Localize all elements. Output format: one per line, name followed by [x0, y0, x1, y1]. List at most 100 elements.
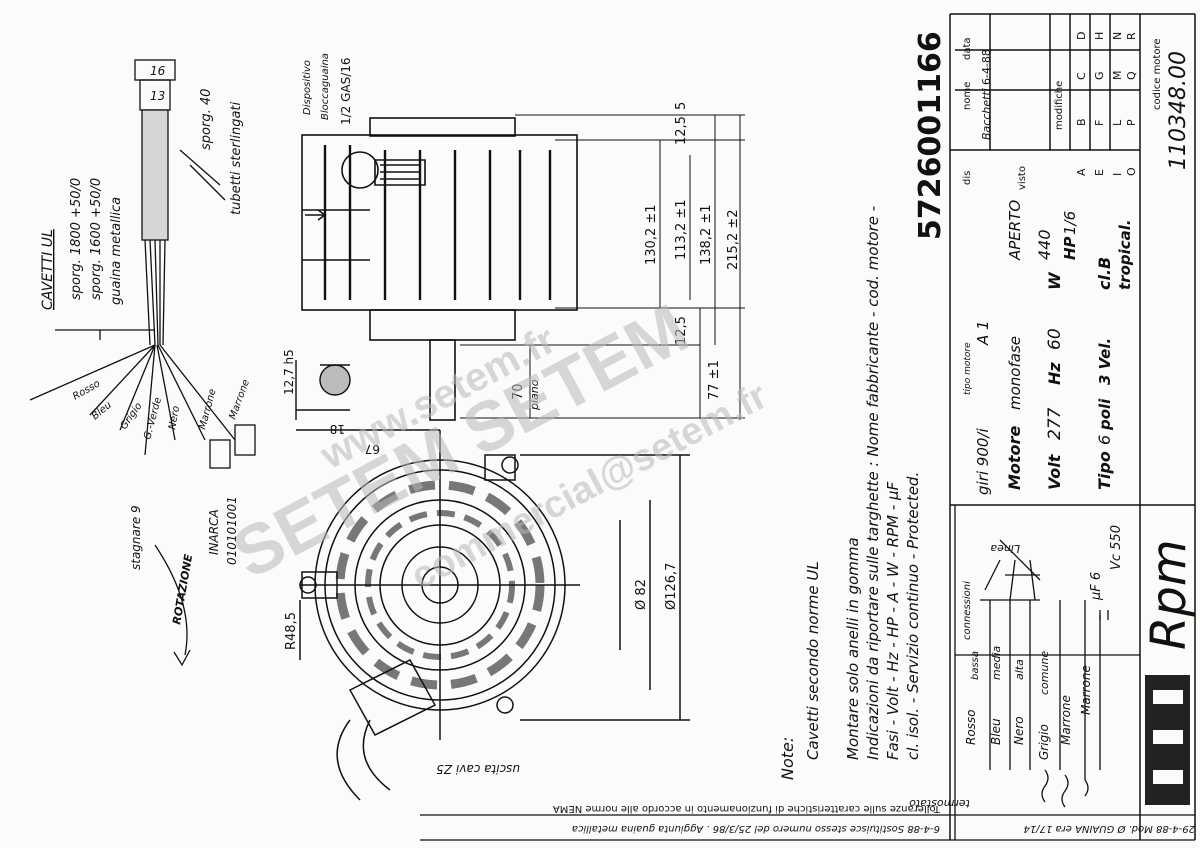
header-dis: dis	[962, 171, 973, 185]
signed-name: Bacchetti	[980, 88, 993, 140]
dim-5: 5	[674, 102, 689, 110]
mod-letter: G	[1093, 71, 1106, 80]
front-dimension-labels: R48,5 Ø 82 Ø126,7 uscita cavi Z5	[284, 563, 679, 776]
spec-aperto: APERTO	[1006, 200, 1024, 261]
rpm-logo-text: Rpm	[1141, 539, 1197, 650]
spec-tipo-val: 6	[1095, 435, 1114, 445]
dim-piano: piano	[528, 379, 541, 411]
connessioni-title: connessioni	[962, 581, 973, 640]
mod-letter: A	[1075, 168, 1088, 176]
comune-label: comune	[1038, 651, 1051, 695]
wire-bleu: Bleu	[90, 400, 114, 423]
dim-dispositivo: Dispositivo	[302, 60, 313, 115]
wire-rosso: Rosso	[964, 709, 978, 745]
header-data: data	[962, 37, 973, 60]
dim-12-5-bottom: 12,5	[674, 316, 689, 345]
side-dimensions	[460, 114, 745, 420]
spec-hz: Hz	[1045, 362, 1064, 385]
dim-113: 113,2 ±1	[674, 199, 689, 260]
motor-specs: giri 900/i tipo motore A 1 Motore monofa…	[963, 200, 1134, 495]
dim-130: 130,2 ±1	[644, 204, 659, 265]
spec-tropical: tropical.	[1116, 219, 1134, 290]
spec-tipo-motore: A 1	[974, 320, 992, 346]
alta-label: alta	[1013, 659, 1026, 680]
wire-marrone-1: Marrone	[197, 388, 218, 431]
connection-diagram	[954, 505, 1140, 840]
spec-poli: poli	[1096, 398, 1114, 431]
dim-12-7: 12,7 h5	[282, 349, 296, 395]
vc-label: Vc 550	[1109, 525, 1124, 570]
footer-revision-2: 29-4-88 Mod. Ø GUAINA era 17/14	[1024, 823, 1195, 835]
mod-letter: H	[1093, 32, 1106, 40]
uf-label: µF 6	[1089, 572, 1104, 601]
spec-hz-val: 60	[1045, 328, 1065, 350]
dim-r48-5: R48,5	[284, 612, 299, 650]
spec-w-val: 440	[1035, 229, 1054, 260]
rotazione-label: ROTAZIONE	[170, 553, 195, 626]
wire-marrone-1: Marrone	[1059, 695, 1073, 745]
modification-letters: A B C D E F G H I L M N O P Q R	[1075, 32, 1138, 176]
note-line-2: Montare solo anelli in gomma	[844, 537, 862, 760]
dim-12-5-top: 12,5	[674, 116, 689, 145]
tubetti-sterlingati: tubetti sterlingati	[229, 101, 244, 215]
wire-marrone-2: Marrone	[227, 378, 252, 421]
side-dimension-labels: Dispositivo Bloccaguaina 1/2 GAS/16 130,…	[302, 53, 741, 411]
dim-70: 70	[511, 383, 526, 400]
mod-letter: C	[1075, 72, 1088, 80]
cable-detail	[29, 59, 256, 667]
guaina-metallica: guaina metallica	[109, 197, 124, 305]
dim-gas: 1/2 GAS/16	[339, 57, 353, 125]
mod-letter: I	[1111, 173, 1124, 176]
inarca-code: 010101001	[225, 496, 239, 565]
dim-13: 13	[150, 89, 165, 103]
cavetti-title: CAVETTI UL	[40, 229, 56, 310]
wire-rosso: Rosso	[71, 378, 102, 402]
shaft-key-view	[295, 360, 440, 431]
spec-cl: cl.B	[1095, 257, 1114, 290]
spec-volt: Volt	[1045, 453, 1064, 490]
rpm-logo: Rpm	[1141, 539, 1197, 805]
spec-tipo: Tipo	[1095, 451, 1114, 490]
wire-nero: Nero	[1012, 716, 1026, 745]
codice-motore: 110348.00	[1166, 51, 1191, 170]
mod-letter: D	[1075, 32, 1088, 40]
header-visto: visto	[1017, 166, 1028, 190]
mod-letter: Q	[1125, 71, 1138, 80]
title-block	[949, 13, 1196, 840]
motor-front-view	[299, 430, 690, 801]
shaft-labels: 12,7 h5 18 67	[282, 349, 380, 456]
note-line-4: Fasi - Volt - Hz - HP - A - W - RPM - µF	[884, 481, 902, 760]
dim-18: 18	[330, 422, 345, 436]
watermark: www.setem.fr SETEM SETEM commercial@sete…	[220, 289, 774, 598]
sporg-40: sporg. 40	[199, 89, 214, 150]
dim-16: 16	[150, 64, 166, 78]
dim-138: 138,2 ±1	[699, 204, 714, 265]
spec-w: W	[1045, 271, 1064, 290]
spec-motore: Motore	[1005, 426, 1024, 490]
footer	[420, 814, 1195, 841]
dim-bloccaguaina: Bloccaguaina	[320, 53, 331, 120]
spec-tipo-motore-label: tipo motore	[963, 342, 973, 395]
notes: Note: Cavetti secondo norme UL Montare s…	[778, 206, 922, 780]
sporg-1600: sporg. 1600 +50/0	[89, 178, 104, 300]
note-line-3: Indicazioni da riportare sulle targhette…	[864, 206, 882, 760]
motor-side-view	[301, 117, 578, 421]
cable-labels: CAVETTI UL sporg. 1800 +50/0 sporg. 1600…	[40, 64, 252, 626]
wire-grigio: Grigio	[118, 401, 144, 432]
mod-letter: O	[1125, 167, 1138, 176]
dim-phi126-7: Ø126,7	[664, 563, 679, 610]
note-line-1: Cavetti secondo norme UL	[804, 561, 822, 760]
sign-date: 6-4-88	[980, 49, 993, 85]
mod-letter: L	[1111, 119, 1124, 126]
mod-letter: M	[1111, 71, 1124, 81]
termostato-label: termostato	[909, 797, 970, 810]
mod-letter: E	[1093, 169, 1106, 176]
spec-volt-val: 277	[1045, 407, 1065, 440]
mod-letter: R	[1125, 32, 1138, 40]
codice-motore-label: codice motore	[1152, 38, 1163, 110]
wire-g-verde: G.-Verde	[142, 396, 164, 441]
mod-letter: N	[1111, 32, 1124, 40]
footer-tolleranze: Tolleranze sulle caratteristiche di funz…	[553, 803, 941, 814]
